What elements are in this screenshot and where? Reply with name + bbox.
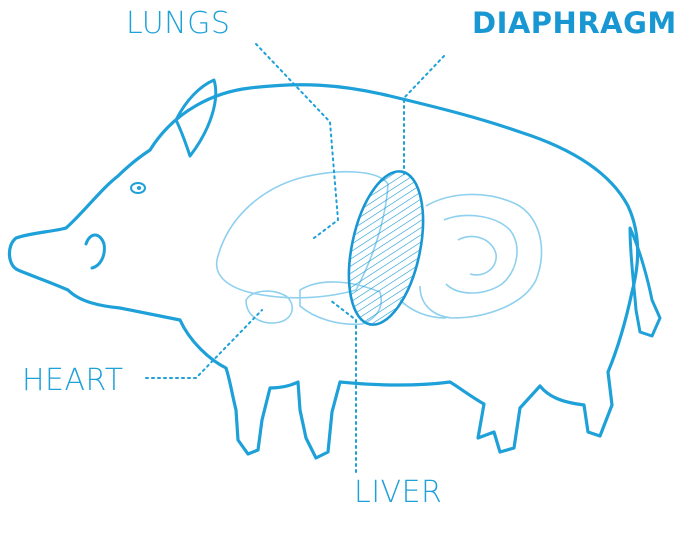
boar-tusk [86,235,104,268]
heart-leader [146,310,262,378]
diaphragm-label: DIAPHRAGM [472,9,677,38]
liver-leader [330,300,356,472]
liver-label: LIVER [354,478,442,508]
diaphragm-leader [404,56,444,176]
heart-label: HEART [22,366,124,396]
lungs-leader [256,44,338,238]
boar-tail [630,228,660,336]
boar-ear [176,80,216,156]
boar-body-outline [9,85,637,458]
lungs-label: LUNGS [126,9,230,39]
diaphragm-organ [337,165,436,332]
